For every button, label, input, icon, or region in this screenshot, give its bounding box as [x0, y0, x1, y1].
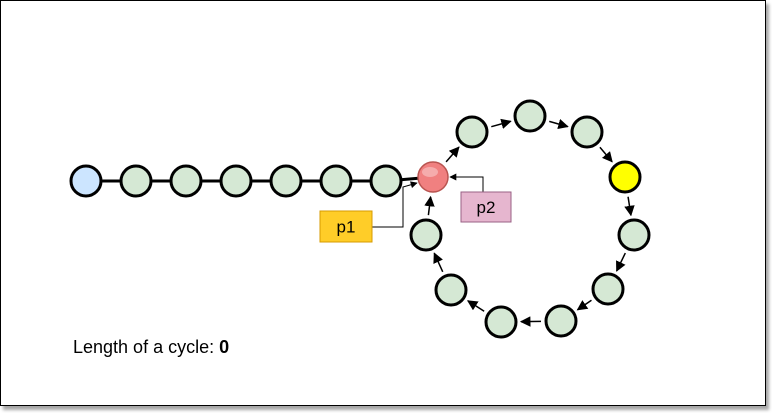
cycle-node	[434, 273, 468, 307]
cycle-node	[513, 99, 547, 133]
cycle-arrow	[433, 252, 444, 273]
pointer-p1: p1	[319, 181, 418, 243]
cycle-node	[617, 218, 651, 252]
cycle-node	[591, 272, 625, 306]
cycle-arrow	[491, 118, 512, 129]
cycle-length-value: 0	[219, 337, 230, 357]
marked-node	[608, 160, 642, 194]
cycle-entry-node	[417, 161, 449, 193]
nodes	[69, 99, 651, 339]
list-node	[319, 164, 353, 198]
cycle-node	[455, 115, 489, 149]
diagram-frame: p1 p2 Length of a cycle: 0	[0, 0, 766, 406]
cycle-arrow	[599, 146, 613, 163]
pointers: p1 p2	[319, 173, 512, 243]
cycle-arrow	[616, 252, 626, 272]
entry-node-highlight	[422, 167, 438, 177]
cycle-length-label: Length of a cycle:	[73, 337, 220, 357]
cycle-arrow	[576, 299, 592, 311]
head-node	[69, 164, 103, 198]
pointer-p1-connector	[372, 181, 418, 228]
linked-list-cycle-diagram: p1 p2	[69, 99, 651, 339]
cycle-node	[484, 305, 518, 339]
list-node	[269, 164, 303, 198]
cycle-arrow	[445, 146, 460, 163]
cycle-node	[409, 218, 443, 252]
pointer-p1-label: p1	[337, 218, 356, 237]
cycle-arrow	[424, 195, 435, 216]
pointer-p2-connector	[449, 173, 484, 192]
cycle-arrow	[549, 118, 569, 130]
cycle-node	[570, 115, 604, 149]
pointer-p1-box	[319, 210, 373, 243]
cycle-length-caption: Length of a cycle: 0	[73, 337, 229, 358]
cycle-arrow	[466, 300, 485, 312]
list-node	[369, 164, 403, 198]
cycle-node	[544, 304, 578, 338]
pointer-p2-label: p2	[477, 198, 496, 217]
cycle-arrow	[624, 196, 635, 217]
pointer-p2: p2	[449, 173, 512, 223]
pointer-p2-box	[460, 191, 512, 223]
list-node	[219, 164, 253, 198]
list-node	[169, 164, 203, 198]
list-node	[119, 164, 153, 198]
